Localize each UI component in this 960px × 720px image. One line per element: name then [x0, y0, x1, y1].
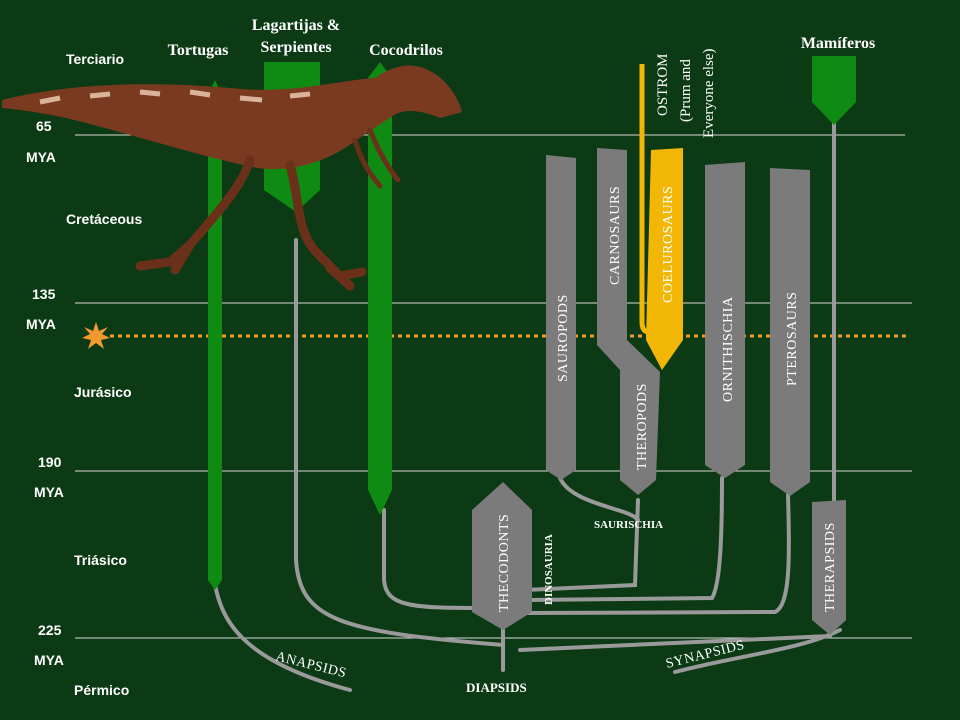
label-mamiferos: Mamíferos — [801, 35, 875, 52]
ornithischia-bar — [705, 162, 745, 478]
therapsids-bar — [812, 500, 846, 635]
synapsids-line — [673, 628, 842, 674]
era-labels: Terciario Cretáceous Jurásico Triásico P… — [26, 51, 142, 698]
age-225: 225 — [38, 622, 62, 638]
dino-arms — [352, 127, 401, 189]
age-135: 135 — [32, 286, 56, 302]
ostrom-line3: Everyone else) — [701, 48, 717, 138]
mamiferos-bar — [812, 56, 856, 125]
label-tortugas: Tortugas — [168, 42, 229, 59]
label-dinosauria: DINOSAURIA — [543, 534, 555, 605]
era-cretaceous: Cretáceous — [66, 211, 142, 227]
group-labels: Tortugas Lagartijas & Serpientes Cocodri… — [168, 17, 876, 59]
dino-leg-right — [285, 160, 367, 291]
ostrom-line — [639, 64, 654, 335]
ornithischia-connector — [526, 476, 724, 602]
theropods-carnosaurs-bar — [597, 148, 660, 495]
age-190: 190 — [38, 454, 62, 470]
era-permico: Pérmico — [74, 682, 129, 698]
gray-lineages — [472, 148, 846, 635]
ostrom-line2: (Prum and — [678, 59, 694, 122]
label-ornithischia: ORNITHISCHIA — [721, 296, 736, 402]
age-65-unit: MYA — [26, 149, 56, 165]
era-jurasico: Jurásico — [74, 384, 132, 400]
dino-body — [2, 65, 462, 170]
star-icon — [82, 322, 110, 349]
dinosaur-illustration — [2, 65, 462, 291]
label-pterosaurs: PTEROSAURS — [785, 292, 800, 386]
thecodonts-bar — [472, 482, 532, 630]
label-saurischia: SAURISCHIA — [594, 519, 663, 531]
saurischia-connector — [558, 476, 640, 522]
age-65: 65 — [36, 118, 52, 134]
label-diapsids: DIAPSIDS — [466, 680, 527, 695]
age-135-unit: MYA — [26, 316, 56, 332]
croc-connector — [382, 508, 482, 610]
lizard-connector — [294, 238, 505, 647]
coelurosaurs-bar — [646, 148, 683, 370]
pterosaurs-connector — [526, 493, 791, 615]
dinosauria-connector — [523, 498, 640, 592]
connector-lines — [213, 118, 842, 692]
label-carnosaurs: CARNOSAURS — [608, 186, 623, 285]
label-coelurosaurs: COELUROSAURS — [661, 186, 676, 303]
label-lagartijas-2: Serpientes — [260, 39, 331, 56]
label-cocodrilos: Cocodrilos — [369, 42, 443, 59]
dino-leg-left — [135, 155, 255, 275]
anapsids-line — [213, 583, 352, 692]
label-therapsids: THERAPSIDS — [823, 522, 838, 612]
ostrom-line1: OSTROM — [655, 53, 671, 116]
bird-lineage — [639, 64, 683, 370]
age-190-unit: MYA — [34, 484, 64, 500]
ostrom-label: OSTROM (Prum and Everyone else) — [655, 48, 717, 138]
label-thecodonts: THECODONTS — [497, 514, 512, 612]
sauropods-bar — [546, 155, 576, 480]
label-lagartijas-1: Lagartijas & — [252, 17, 340, 34]
pterosaurs-bar — [770, 168, 810, 496]
diapsid-therapsid-connector — [518, 634, 832, 652]
age-225-unit: MYA — [34, 652, 64, 668]
label-sauropods: SAUROPODS — [556, 294, 571, 382]
era-triasico: Triásico — [74, 552, 127, 568]
dino-stripes — [39, 89, 311, 105]
era-terciario: Terciario — [66, 51, 124, 67]
label-theropods: THEROPODS — [635, 383, 650, 470]
